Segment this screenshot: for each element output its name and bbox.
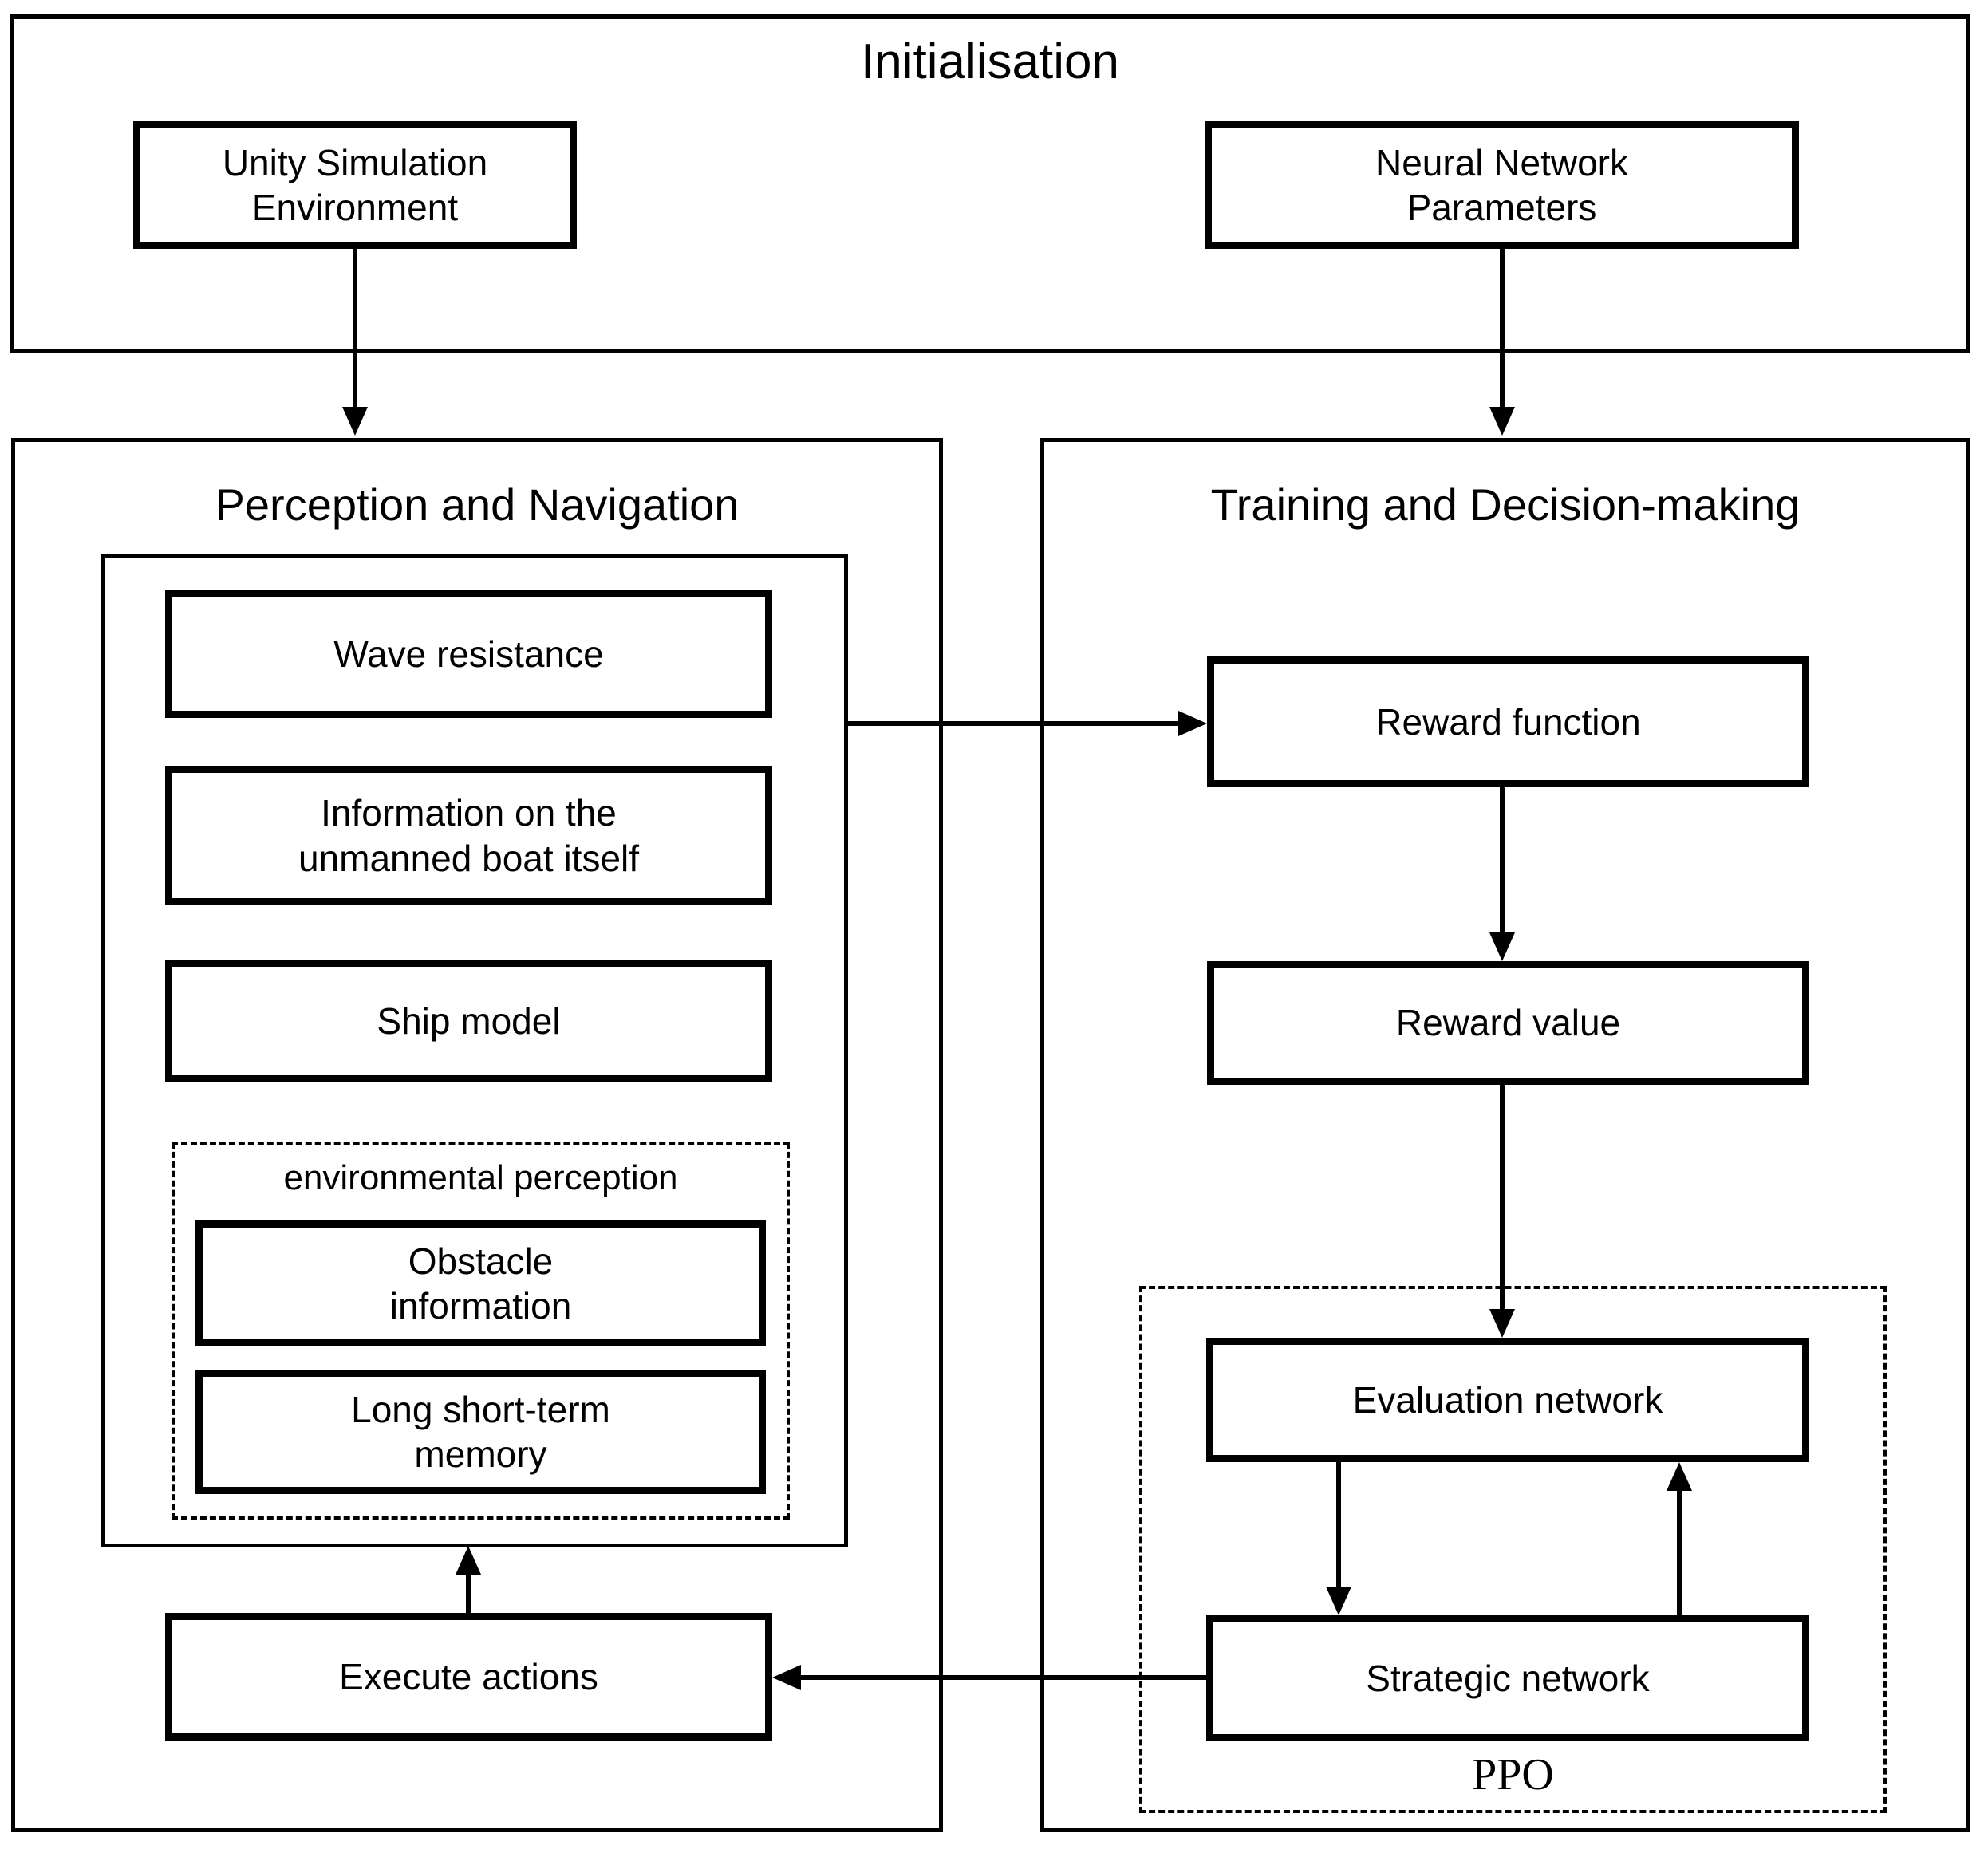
neural-network-parameters-label: Neural Network Parameters <box>1375 141 1628 228</box>
strategic-network-box: Strategic network <box>1206 1615 1809 1741</box>
arrow-strategic-to-evaluation-shaft <box>1677 1488 1682 1615</box>
environmental-perception-dashed-box <box>172 1142 790 1520</box>
arrow-strategic-to-evaluation-head <box>1667 1462 1692 1491</box>
training-section-box <box>1040 438 1970 1832</box>
arrow-execute-to-perception-container-head <box>456 1546 481 1575</box>
ppo-dashed-box <box>1139 1286 1887 1813</box>
arrow-reward-function-to-reward-value-shaft <box>1500 787 1505 936</box>
arrow-reward-value-to-evaluation-head <box>1489 1309 1515 1338</box>
obstacle-information-label: Obstacle information <box>389 1240 572 1327</box>
long-short-term-memory-label: Long short-term memory <box>351 1388 610 1475</box>
arrow-reward-value-to-evaluation-shaft <box>1500 1085 1505 1312</box>
reward-function-label: Reward function <box>1375 700 1641 743</box>
initialisation-section-box <box>10 14 1970 353</box>
arrow-unity-to-perception-head <box>342 407 368 436</box>
wave-resistance-label: Wave resistance <box>333 633 604 675</box>
long-short-term-memory-box: Long short-term memory <box>195 1370 766 1494</box>
arrow-evaluation-to-strategic-shaft <box>1336 1462 1341 1588</box>
arrow-evaluation-to-strategic-head <box>1326 1587 1351 1615</box>
arrow-perception-to-reward-function-shaft <box>848 721 1181 726</box>
evaluation-network-label: Evaluation network <box>1352 1378 1663 1421</box>
training-section-title: Training and Decision-making <box>1210 479 1801 530</box>
perception-inner-container-box <box>101 554 848 1547</box>
ship-model-label: Ship model <box>377 999 561 1042</box>
ppo-label: PPO <box>1472 1750 1554 1800</box>
reward-function-box: Reward function <box>1207 656 1809 787</box>
reward-value-box: Reward value <box>1207 961 1809 1085</box>
arrow-strategic-to-execute-head <box>772 1665 801 1690</box>
evaluation-network-box: Evaluation network <box>1206 1338 1809 1462</box>
boat-information-label: Information on the unmanned boat itself <box>298 792 640 879</box>
ship-model-box: Ship model <box>165 960 772 1082</box>
neural-network-parameters-box: Neural Network Parameters <box>1205 121 1799 249</box>
execute-actions-box: Execute actions <box>165 1613 772 1741</box>
initialisation-title: Initialisation <box>861 34 1119 89</box>
execute-actions-label: Execute actions <box>339 1655 598 1697</box>
arrow-nn-to-training-shaft <box>1500 249 1505 410</box>
arrow-unity-to-perception-shaft <box>353 249 357 410</box>
environmental-perception-label: environmental perception <box>283 1158 678 1197</box>
perception-section-box <box>11 438 943 1832</box>
strategic-network-label: Strategic network <box>1366 1657 1650 1699</box>
reward-value-label: Reward value <box>1395 1002 1621 1044</box>
arrow-strategic-to-execute-shaft <box>798 1675 1206 1680</box>
arrow-nn-to-training-head <box>1489 407 1515 436</box>
boat-information-box: Information on the unmanned boat itself <box>165 766 772 905</box>
unity-simulation-environment-box: Unity Simulation Environment <box>133 121 577 249</box>
arrow-execute-to-perception-container-shaft <box>466 1571 471 1613</box>
arrow-perception-to-reward-function-head <box>1178 711 1207 736</box>
wave-resistance-box: Wave resistance <box>165 590 772 718</box>
perception-section-title: Perception and Navigation <box>215 479 740 530</box>
arrow-reward-function-to-reward-value-head <box>1489 932 1515 961</box>
unity-simulation-environment-label: Unity Simulation Environment <box>222 141 488 228</box>
obstacle-information-box: Obstacle information <box>195 1220 766 1346</box>
